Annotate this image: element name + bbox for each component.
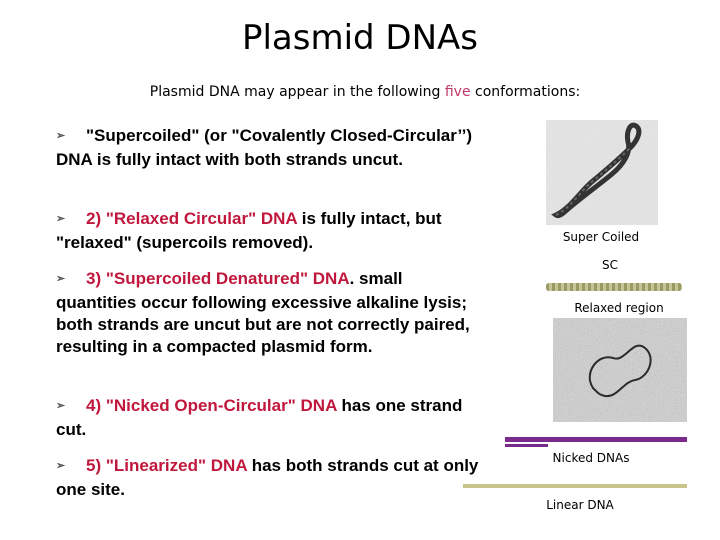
bullet-lead: 3) "Supercoiled Denatured" DNA <box>86 269 350 288</box>
bullet-text: has one strand cut. <box>56 396 463 439</box>
arrow-bullet-icon: ➢ <box>56 130 66 142</box>
subtitle: Plasmid DNA may appear in the following … <box>0 84 720 100</box>
bullet-linearized: ➢ 5) "Linearized" DNA has both strands cu… <box>56 455 486 501</box>
page-title: Plasmid DNAs <box>241 18 479 58</box>
arrow-bullet-icon: ➢ <box>56 400 66 412</box>
nicked-band <box>505 437 687 442</box>
label-super-coiled: Super Coiled <box>562 230 640 244</box>
bullet-nicked-open-circular: ➢ 4) "Nicked Open-Circular" DNA has one s… <box>56 395 486 441</box>
arrow-bullet-icon: ➢ <box>56 273 66 285</box>
label-nicked: Nicked DNAs <box>552 451 630 465</box>
bullet-lead: 4) "Nicked Open-Circular" DNA <box>86 396 337 415</box>
arrow-bullet-icon: ➢ <box>56 213 66 225</box>
bullet-lead: 2) "Relaxed Circular" DNA <box>86 209 298 228</box>
label-relaxed-region: Relaxed region <box>574 301 664 315</box>
nicked-band-lower <box>505 444 548 447</box>
sc-band <box>546 283 682 291</box>
relaxed-micrograph <box>553 318 687 422</box>
bullet-relaxed-circular: ➢ 2) "Relaxed Circular" DNA is fully inta… <box>56 208 486 254</box>
bullet-text: is fully intact, but "relaxed" (supercoi… <box>56 209 442 252</box>
linear-band <box>463 484 687 488</box>
subtitle-highlight: five <box>444 84 471 100</box>
bullet-supercoiled: ➢"Supercoiled" (or "Covalently Closed-Ci… <box>56 125 486 171</box>
label-linear: Linear DNA <box>546 498 614 512</box>
bullet-supercoiled-denatured: ➢ 3) "Supercoiled Denatured" DNA. small q… <box>56 268 486 358</box>
subtitle-text-2: conformations: <box>470 84 581 100</box>
subtitle-text-1: Plasmid DNA may appear in the following <box>149 84 445 100</box>
bullet-lead: 5) "Linearized" DNA <box>86 456 247 475</box>
bullet-text: has both strands cut at only one site. <box>56 456 479 499</box>
supercoiled-micrograph <box>546 120 658 225</box>
arrow-bullet-icon: ➢ <box>56 460 66 472</box>
bullet-text: . small quantities occur following exces… <box>56 269 470 356</box>
bullet-text: "Supercoiled" (or "Covalently Closed-Cir… <box>56 126 472 169</box>
label-sc: SC <box>602 258 618 272</box>
